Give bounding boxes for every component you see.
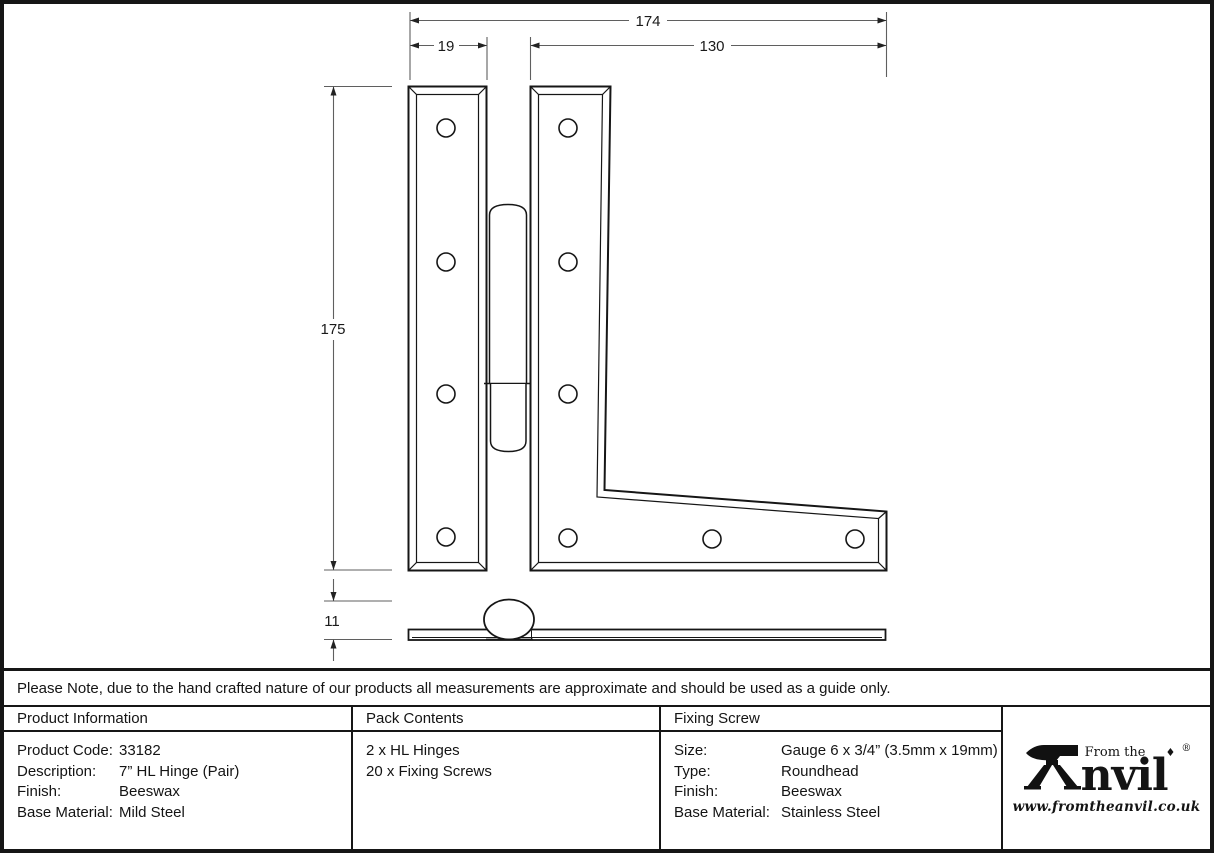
spec-value: Mild Steel [119,803,185,821]
spec-label: Finish: [674,783,719,800]
spec-label: Product Code: [17,742,113,759]
measurement-note-text: Please Note, due to the hand crafted nat… [17,679,891,697]
knuckle-profile [483,598,535,641]
pack-contents-body: 2 x HL Hinges 20 x Fixing Screws [353,732,659,782]
screw-hole [558,384,578,404]
logo-url: www.fromtheanvil.co.uk [1012,798,1201,815]
from-the-anvil-logo: From the ♦ ® nvil www.fromtheanvil.co.uk [1013,742,1201,815]
spec-value: Beeswax [781,783,842,800]
registered-mark: ® [1181,742,1192,754]
spec-value: 7” HL Hinge (Pair) [119,762,240,780]
pack-item: 2 x HL Hinges [366,742,460,759]
fixing-screw-column: Fixing Screw Size: Gauge 6 x 3/4” (3.5mm… [661,707,1003,849]
spec-row: Finish: Beeswax [674,782,1001,803]
screw-hole [558,252,578,272]
spec-label: Base Material: [674,803,770,821]
spec-value: 33182 [119,742,161,759]
dim-label-130: 130 [699,38,724,55]
pack-item: 20 x Fixing Screws [366,762,492,780]
anvil-icon [1023,744,1081,789]
product-information-header: Product Information [4,707,351,732]
screw-hole [436,384,456,404]
left-plate [407,85,488,572]
dimension-labels: 174 19 130 175 11 [315,12,731,630]
spec-row: Base Material: Stainless Steel [674,803,1001,824]
dim-label-175: 175 [320,321,345,338]
spec-row: Description: 7” HL Hinge (Pair) [17,762,351,783]
screw-hole [702,529,722,549]
spec-label: Description: [17,762,97,780]
right-l-plate [529,85,888,572]
dim-label-174: 174 [635,13,660,30]
product-information-column: Product Information Product Code: 33182 … [4,707,353,849]
diamond-icon: ♦ [1165,745,1176,759]
screw-hole [845,529,865,549]
spec-row: Finish: Beeswax [17,782,351,803]
spec-table: Product Information Product Code: 33182 … [4,705,1210,849]
spec-row: Product Code: 33182 [17,741,351,762]
screw-hole [436,118,456,138]
spec-value: Roundhead [781,762,859,780]
spec-value: Stainless Steel [781,803,881,821]
dimension-arrows [330,17,887,649]
logo-tagline-text: From the [1084,744,1146,760]
spec-row: Type: Roundhead [674,762,1001,783]
spec-label: Size: [674,742,708,759]
screw-hole [436,527,456,547]
spec-label: Finish: [17,783,62,800]
front-view [407,85,888,572]
pack-contents-column: Pack Contents 2 x HL Hinges 20 x Fixing … [353,707,661,849]
screw-hole [558,118,578,138]
dim-label-19: 19 [438,38,455,55]
spec-value: Beeswax [119,783,180,800]
product-information-body: Product Code: 33182 Description: 7” HL H… [4,732,351,823]
spec-label: Type: [674,762,711,780]
spec-row: Base Material: Mild Steel [17,803,351,824]
logo-tagline: From the ♦ ® [1084,743,1192,760]
fixing-screw-body: Size: Gauge 6 x 3/4” (3.5mm x 19mm) Type… [661,732,1001,823]
brand-logo-cell: From the ♦ ® nvil www.fromtheanvil.co.uk [1003,707,1210,849]
spec-row: Size: Gauge 6 x 3/4” (3.5mm x 19mm) [674,741,1001,762]
hinge-technical-drawing: 174 19 130 175 11 [315,12,888,661]
hinge-knuckle [484,203,530,453]
spec-label: Base Material: [17,803,113,821]
spec-value: Gauge 6 x 3/4” (3.5mm x 19mm) [781,742,998,759]
dim-label-11: 11 [324,613,340,630]
fixing-screw-header: Fixing Screw [661,707,1001,732]
pack-contents-header: Pack Contents [353,707,659,732]
measurement-note-row: Please Note, due to the hand crafted nat… [4,668,1210,705]
screw-hole [558,528,578,548]
screw-hole [436,252,456,272]
side-profile-view [407,598,887,641]
logo-wordmark: nvil [1080,749,1169,801]
